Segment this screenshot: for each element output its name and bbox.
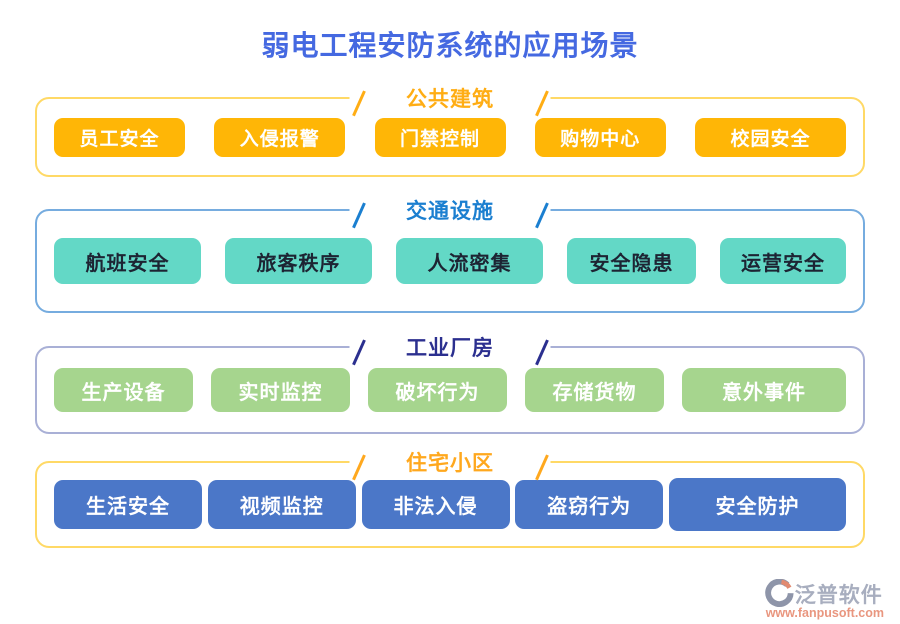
slash-decoration: [352, 89, 366, 116]
section-header: 交通设施: [349, 194, 551, 228]
tag-row: 航班安全 旅客秩序 人流密集 安全隐患 运营安全: [37, 211, 863, 311]
section-transport-facilities: 交通设施 航班安全 旅客秩序 人流密集 安全隐患 运营安全: [35, 194, 865, 313]
tag-item: 非法入侵: [361, 480, 510, 529]
section-public-buildings: 公共建筑 员工安全 入侵报警 门禁控制 购物中心 校园安全: [35, 82, 865, 177]
tag-item: 生产设备: [54, 368, 193, 412]
brand-url: www.fanpusoft.com: [765, 606, 884, 620]
tag-item: 安全防护: [669, 478, 846, 531]
fanpu-logo-icon: [765, 579, 794, 607]
tag-item: 生活安全: [54, 480, 202, 529]
section-industrial-plants: 工业厂房 生产设备 实时监控 破坏行为 存储货物 意外事件: [35, 331, 865, 434]
tag-item: 航班安全: [54, 238, 201, 284]
slash-decoration: [352, 201, 366, 228]
slash-decoration: [534, 89, 548, 116]
tag-row: 生活安全 视频监控 非法入侵 盗窃行为 安全防护: [37, 463, 863, 546]
section-label: 公共建筑: [406, 86, 494, 111]
slash-decoration: [534, 338, 548, 365]
tag-item: 人流密集: [396, 238, 543, 284]
slash-decoration: [352, 453, 366, 480]
section-header: 公共建筑: [349, 82, 551, 116]
page-title: 弱电工程安防系统的应用场景: [261, 31, 639, 62]
section-label: 住宅小区: [406, 450, 494, 475]
section-header: 住宅小区: [349, 446, 551, 480]
tag-item: 视频监控: [207, 480, 356, 529]
tag-item: 破坏行为: [368, 368, 507, 412]
slash-decoration: [534, 453, 548, 480]
slash-decoration: [534, 201, 548, 228]
brand-name: 泛普软件: [794, 583, 883, 607]
tag-item: 员工安全: [54, 117, 185, 157]
tag-item: 存储货物: [525, 368, 664, 412]
tag-item: 门禁控制: [374, 117, 506, 157]
tag-item: 旅客秩序: [225, 238, 372, 284]
tag-item: 入侵报警: [214, 117, 346, 157]
tag-item: 实时监控: [211, 368, 350, 412]
slash-decoration: [352, 338, 366, 365]
tag-item: 购物中心: [534, 117, 666, 157]
tag-item: 安全隐患: [567, 238, 696, 284]
section-label: 工业厂房: [406, 335, 494, 360]
tag-item: 运营安全: [720, 238, 846, 284]
section-label: 交通设施: [406, 198, 494, 223]
tag-item: 意外事件: [682, 368, 846, 412]
section-header: 工业厂房: [349, 331, 551, 365]
tag-row: 员工安全 入侵报警 门禁控制 购物中心 校园安全: [37, 99, 863, 175]
tag-row: 生产设备 实时监控 破坏行为 存储货物 意外事件: [37, 348, 863, 432]
section-residential-community: 住宅小区 生活安全 视频监控 非法入侵 盗窃行为 安全防护: [35, 446, 865, 548]
tag-item: 校园安全: [695, 117, 846, 157]
infographic-page: 弱电工程安防系统的应用场景 公共建筑 员工安全 入侵报警 门禁控制 购物中心 校…: [0, 24, 900, 624]
tag-item: 盗窃行为: [515, 480, 664, 529]
